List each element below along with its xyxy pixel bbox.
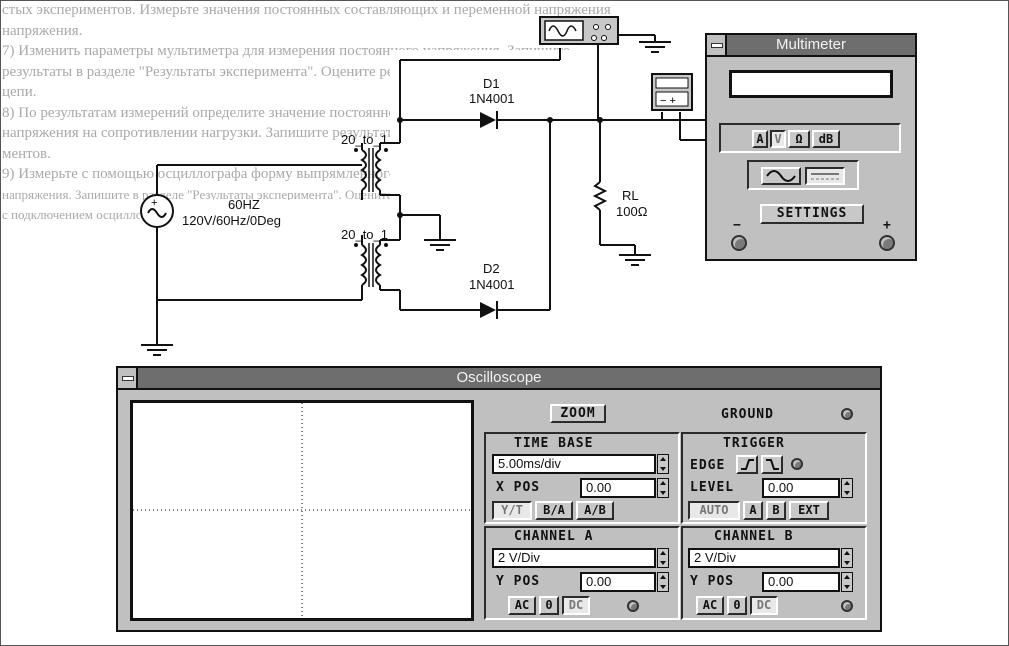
- multimeter-display: [729, 70, 893, 98]
- transformer2-label: 20_to_1: [341, 227, 388, 242]
- channel-b-volts-spinner[interactable]: [841, 548, 853, 568]
- channel-b-ypos-spinner[interactable]: [841, 572, 853, 592]
- background-text-line: цепи.: [2, 84, 37, 100]
- dc-mode-button[interactable]: [805, 167, 845, 185]
- load-ref-label: RL: [622, 188, 639, 203]
- time-base-field[interactable]: 5.00ms/div: [492, 454, 656, 474]
- edge-label: EDGE: [690, 458, 726, 473]
- oscilloscope-system-menu-icon[interactable]: [118, 368, 138, 388]
- minus-terminal-icon[interactable]: [731, 235, 747, 251]
- mode-ba-button[interactable]: B/A: [535, 501, 573, 520]
- channel-a-ac-button[interactable]: AC: [508, 596, 536, 615]
- zoom-button[interactable]: ZOOM: [550, 404, 606, 423]
- channel-b-ac-button[interactable]: AC: [696, 596, 724, 615]
- channel-b-dc-button[interactable]: DC: [750, 596, 778, 615]
- minus-terminal-label: −: [733, 218, 742, 233]
- trigger-a-button[interactable]: A: [743, 501, 763, 520]
- oscilloscope-window: Oscilloscope ZOOM GROUND TIME BASE 5.00m…: [116, 366, 882, 632]
- rising-edge-button[interactable]: [736, 455, 758, 474]
- channel-b-ypos-label: Y POS: [690, 574, 735, 589]
- level-label: LEVEL: [690, 480, 735, 495]
- channel-a-zero-button[interactable]: 0: [539, 596, 559, 615]
- time-base-group: [484, 432, 680, 524]
- oscilloscope-title: Oscilloscope: [456, 369, 542, 386]
- trigger-group: [681, 432, 867, 524]
- diode2-part-label: 1N4001: [469, 277, 515, 292]
- x-pos-spinner[interactable]: [657, 478, 669, 498]
- channel-a-volts-spinner[interactable]: [657, 548, 669, 568]
- channel-a-title: CHANNEL A: [514, 529, 594, 544]
- multimeter-window: Multimeter A V Ω dB SETTINGS − +: [705, 33, 917, 261]
- plus-terminal-label: +: [883, 218, 892, 233]
- oscilloscope-graticule: [133, 403, 471, 618]
- channel-b-title: CHANNEL B: [714, 529, 794, 544]
- falling-edge-button[interactable]: [761, 455, 783, 474]
- trigger-ext-button[interactable]: EXT: [789, 501, 829, 520]
- channel-b-ypos-field[interactable]: 0.00: [762, 572, 840, 592]
- trigger-auto-button[interactable]: AUTO: [688, 501, 740, 520]
- settings-button[interactable]: SETTINGS: [760, 204, 864, 224]
- level-field[interactable]: 0.00: [762, 478, 840, 498]
- diode2-ref-label: D2: [483, 261, 500, 276]
- channel-b-zero-button[interactable]: 0: [727, 596, 747, 615]
- trigger-title: TRIGGER: [723, 436, 785, 451]
- mode-voltmeter-button[interactable]: V: [770, 130, 786, 148]
- background-text-line: ментов.: [2, 145, 51, 162]
- multimeter-title: Multimeter: [775, 36, 846, 53]
- channel-b-volts-field[interactable]: 2 V/Div: [688, 548, 840, 568]
- channel-a-ypos-label: Y POS: [496, 574, 541, 589]
- load-value-label: 100Ω: [616, 204, 648, 219]
- background-text-line: напряжения.: [2, 22, 83, 39]
- diode-d1-icon: [480, 111, 498, 129]
- background-text-line: стых экспериментов. Измерьте значения по…: [2, 2, 611, 18]
- trigger-terminal-icon[interactable]: [791, 458, 803, 470]
- x-pos-field[interactable]: 0.00: [580, 478, 656, 498]
- mode-ammeter-button[interactable]: A: [752, 130, 768, 148]
- mode-yt-button[interactable]: Y/T: [492, 501, 532, 520]
- channel-a-dc-button[interactable]: DC: [562, 596, 590, 615]
- ground-terminal-icon[interactable]: [841, 408, 853, 420]
- transformer1-label: 20_to_1: [341, 132, 388, 147]
- falling-edge-icon: [766, 459, 779, 470]
- mode-decibel-button[interactable]: dB: [812, 130, 840, 148]
- multimeter-mode-group: [719, 123, 901, 153]
- channel-a-ypos-field[interactable]: 0.00: [580, 572, 656, 592]
- oscilloscope-titlebar[interactable]: Oscilloscope: [118, 368, 880, 390]
- time-base-title: TIME BASE: [514, 436, 594, 451]
- channel-a-terminal-icon[interactable]: [627, 600, 639, 612]
- source-frequency-label: 60HZ: [228, 197, 260, 212]
- mode-ab-button[interactable]: A/B: [576, 501, 614, 520]
- multimeter-signal-group: [747, 160, 859, 190]
- svg-text:− +: − +: [660, 95, 676, 107]
- sine-wave-icon: [766, 170, 796, 182]
- oscilloscope-instrument-icon[interactable]: [539, 16, 619, 45]
- channel-a-volts-field[interactable]: 2 V/Div: [492, 548, 656, 568]
- diode1-part-label: 1N4001: [469, 91, 515, 106]
- multimeter-titlebar[interactable]: Multimeter: [707, 35, 915, 57]
- channel-b-terminal-icon[interactable]: [841, 600, 853, 612]
- rising-edge-icon: [741, 459, 754, 470]
- diode-d2-icon: [480, 301, 498, 319]
- level-spinner[interactable]: [841, 478, 853, 498]
- mode-ohmmeter-button[interactable]: Ω: [788, 130, 810, 148]
- plus-terminal-icon[interactable]: [879, 235, 895, 251]
- channel-a-ypos-spinner[interactable]: [657, 572, 669, 592]
- ac-mode-button[interactable]: [761, 167, 801, 185]
- svg-text:+: +: [151, 197, 157, 209]
- ac-source-icon: +: [140, 194, 174, 228]
- dc-line-icon: [811, 173, 839, 180]
- time-base-spinner[interactable]: [657, 454, 669, 474]
- source-spec-label: 120V/60Hz/0Deg: [182, 213, 282, 228]
- trigger-b-button[interactable]: B: [766, 501, 786, 520]
- multimeter-instrument-icon[interactable]: − +: [651, 73, 693, 111]
- multimeter-system-menu-icon[interactable]: [707, 35, 727, 55]
- oscilloscope-screen: [130, 400, 474, 621]
- channel-a-group: [484, 526, 680, 620]
- ground-label: GROUND: [721, 407, 774, 422]
- channel-b-group: [681, 526, 867, 620]
- diode1-ref-label: D1: [483, 76, 500, 91]
- x-pos-label: X POS: [496, 480, 541, 495]
